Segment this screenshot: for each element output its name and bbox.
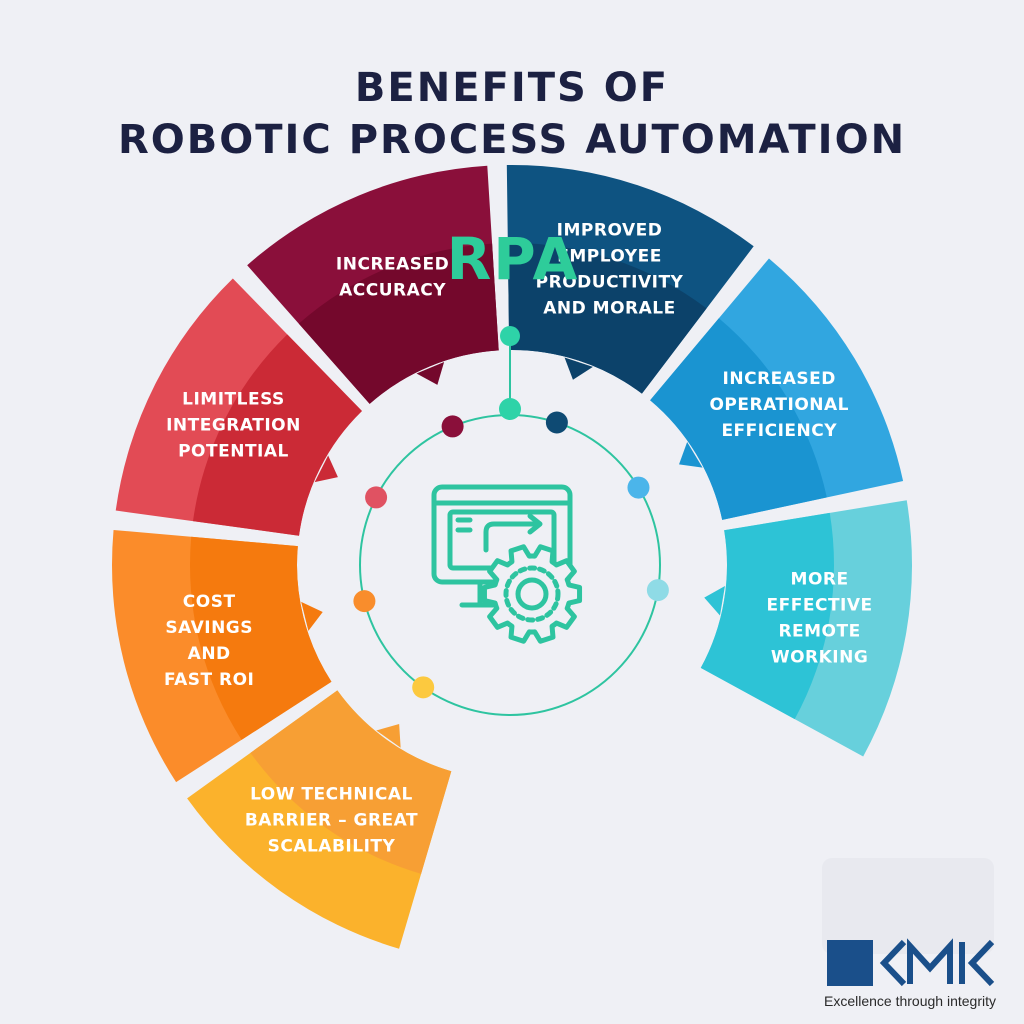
segment-label-line: AND MORALE — [543, 299, 675, 319]
segment-pointer-increased-operational-efficiency — [679, 442, 703, 468]
labels-layer: LOW TECHNICAL BARRIER – GREAT SCALABILITY C… — [164, 221, 873, 857]
segment-label-line: SCALABILITY — [268, 836, 396, 856]
segment-label-line: POTENTIAL — [178, 441, 289, 461]
segment-label-increased-operational-efficiency: INCREASED OPERATIONAL EFFICIENCY — [709, 369, 849, 441]
hub-dot-limitless-integration — [365, 486, 388, 509]
gear-outline — [481, 544, 583, 644]
segment-inner-cost-savings — [190, 536, 332, 740]
segment-inner-increased-operational-efficiency — [650, 318, 827, 520]
segment-label-line: PRODUCTIVITY — [536, 273, 684, 293]
segment-low-technical-barrier — [187, 690, 452, 949]
segment-label-line: ACCURACY — [339, 281, 446, 301]
hub-dot-low-technical-barrier — [412, 676, 435, 699]
segment-label-line: LOW TECHNICAL — [250, 784, 413, 804]
segments-layer — [112, 164, 912, 949]
hub-stem-bottom-dot — [499, 398, 521, 420]
segment-increased-operational-efficiency — [650, 258, 904, 520]
rpa-label: RPA — [447, 225, 580, 293]
segment-label-line: BARRIER – GREAT — [245, 810, 418, 830]
hub-dot-increased-operational-efficiency — [627, 476, 650, 499]
segment-label-line: COST — [183, 592, 236, 612]
segment-pointer-improved-employee-productivity — [564, 357, 593, 380]
segment-label-line: LIMITLESS — [182, 389, 285, 409]
segment-label-line: REMOTE — [778, 621, 860, 641]
segment-label-more-effective-remote-working: MORE EFFECTIVE REMOTE WORKING — [767, 569, 873, 667]
segment-label-line: EFFICIENCY — [721, 421, 837, 441]
segment-more-effective-remote-working — [700, 500, 912, 757]
segment-label-limitless-integration: LIMITLESS INTEGRATION POTENTIAL — [166, 389, 301, 461]
segment-improved-employee-productivity — [506, 164, 754, 394]
segment-inner-increased-accuracy — [298, 243, 499, 404]
title-line-1: BENEFITS OF — [354, 65, 670, 111]
logo-chevron-2 — [967, 939, 995, 987]
segment-label-line: MORE — [791, 569, 849, 589]
segment-label-line: EMPLOYEE — [557, 247, 662, 267]
segment-label-low-technical-barrier: LOW TECHNICAL BARRIER – GREAT SCALABILITY — [245, 784, 418, 856]
hub-dot-cost-savings — [353, 590, 376, 613]
hub-dot-increased-accuracy — [441, 415, 464, 438]
hub-dots — [353, 411, 669, 699]
logo-chevron-1 — [879, 939, 907, 987]
hub-dot-more-effective-remote-working — [646, 579, 669, 602]
title-line-2: ROBOTIC PROCESS AUTOMATION — [117, 117, 907, 163]
segment-increased-accuracy — [247, 165, 499, 404]
segment-cost-savings — [112, 529, 332, 783]
arrow-head — [527, 513, 543, 535]
gear-hub — [515, 577, 549, 611]
segment-pointer-more-effective-remote-working — [704, 586, 725, 616]
segment-label-line: SAVINGS — [165, 618, 253, 638]
arrow-icon — [483, 521, 541, 553]
infographic-title: BENEFITS OF ROBOTIC PROCESS AUTOMATION — [0, 62, 1024, 166]
segment-pointer-increased-accuracy — [416, 362, 445, 385]
segment-inner-more-effective-remote-working — [700, 512, 834, 720]
segment-pointer-low-technical-barrier — [376, 724, 401, 748]
hub-stem-top-dot — [500, 326, 520, 346]
hub-dot-improved-employee-productivity — [545, 411, 568, 434]
center-hub — [353, 326, 669, 716]
segment-label-line: OPERATIONAL — [709, 395, 849, 415]
segment-label-line: IMPROVED — [557, 221, 663, 241]
logo-m — [907, 938, 953, 984]
segment-label-line: AND — [188, 644, 231, 664]
segment-inner-low-technical-barrier — [250, 690, 452, 874]
kmk-logo-icon — [827, 938, 995, 987]
segment-label-increased-accuracy: INCREASED ACCURACY — [336, 255, 449, 301]
segment-limitless-integration — [115, 278, 362, 536]
computer-gear-icon — [431, 484, 583, 644]
segment-label-line: EFFECTIVE — [767, 595, 873, 615]
segment-label-line: INTEGRATION — [166, 415, 301, 435]
segment-inner-improved-employee-productivity — [507, 242, 707, 394]
gear-inner-dashes — [503, 565, 561, 623]
segment-label-improved-employee-productivity: IMPROVED EMPLOYEE PRODUCTIVITY AND MORALE — [536, 221, 684, 319]
segment-pointer-limitless-integration — [314, 455, 338, 483]
segment-pointer-cost-savings — [301, 601, 323, 631]
logo-square — [827, 940, 873, 986]
segment-label-line: INCREASED — [723, 369, 836, 389]
segment-inner-limitless-integration — [193, 334, 362, 536]
segment-label-line: INCREASED — [336, 255, 449, 275]
segment-label-line: FAST ROI — [164, 670, 254, 690]
segment-label-cost-savings: COST SAVINGS AND FAST ROI — [164, 592, 254, 690]
gear-icon — [481, 544, 583, 644]
logo-tagline: Excellence through integrity — [824, 993, 996, 1009]
logo-card — [822, 858, 994, 954]
segment-label-line: WORKING — [771, 647, 868, 667]
